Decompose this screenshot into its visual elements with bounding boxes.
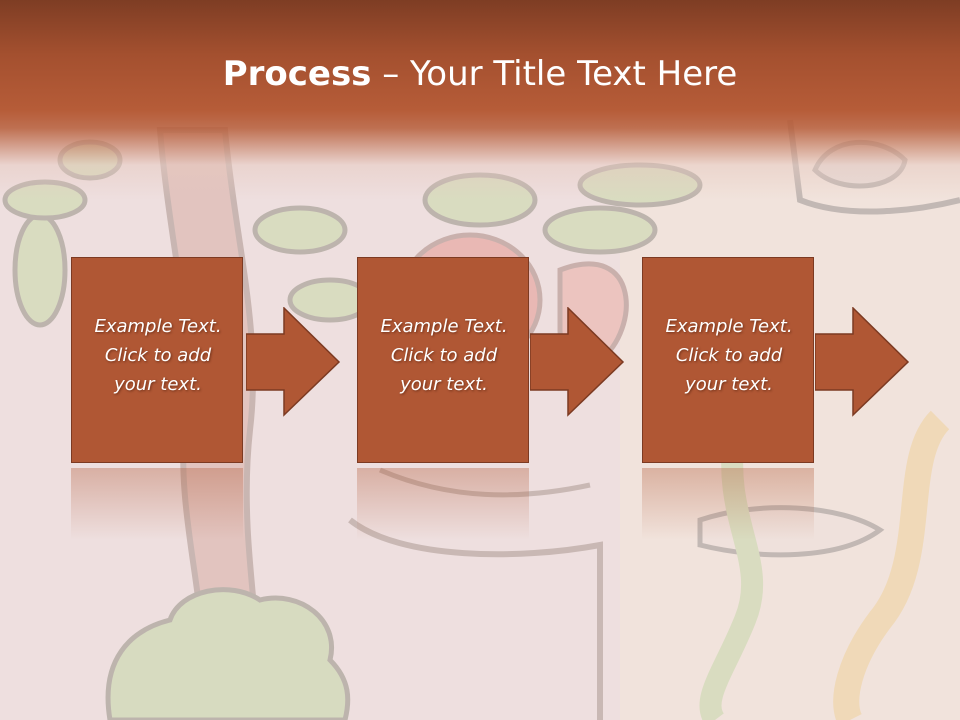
step-box[interactable]: Example Text. Click to add your text. — [71, 257, 243, 463]
step-text[interactable]: Example Text. Click to add your text. — [380, 316, 508, 395]
title-bar — [0, 0, 960, 200]
step-reflection — [71, 468, 243, 540]
right-arrow-icon — [246, 307, 341, 417]
step-box[interactable]: Example Text. Click to add your text. — [357, 257, 529, 463]
step-reflection — [357, 468, 529, 540]
process-step-1: Example Text. Click to add your text. — [71, 257, 245, 465]
step-text[interactable]: Example Text. Click to add your text. — [665, 316, 793, 395]
slide-title: Process – Your Title Text Here — [0, 52, 960, 96]
title-bold: Process — [222, 54, 372, 94]
title-rest: – Your Title Text Here — [371, 54, 738, 94]
step-box[interactable]: Example Text. Click to add your text. — [642, 257, 814, 463]
process-step-2: Example Text. Click to add your text. — [357, 257, 531, 465]
process-step-3: Example Text. Click to add your text. — [642, 257, 816, 465]
right-arrow-icon — [530, 307, 625, 417]
right-arrow-icon — [815, 307, 910, 417]
step-text[interactable]: Example Text. Click to add your text. — [94, 316, 222, 395]
step-reflection — [642, 468, 814, 540]
